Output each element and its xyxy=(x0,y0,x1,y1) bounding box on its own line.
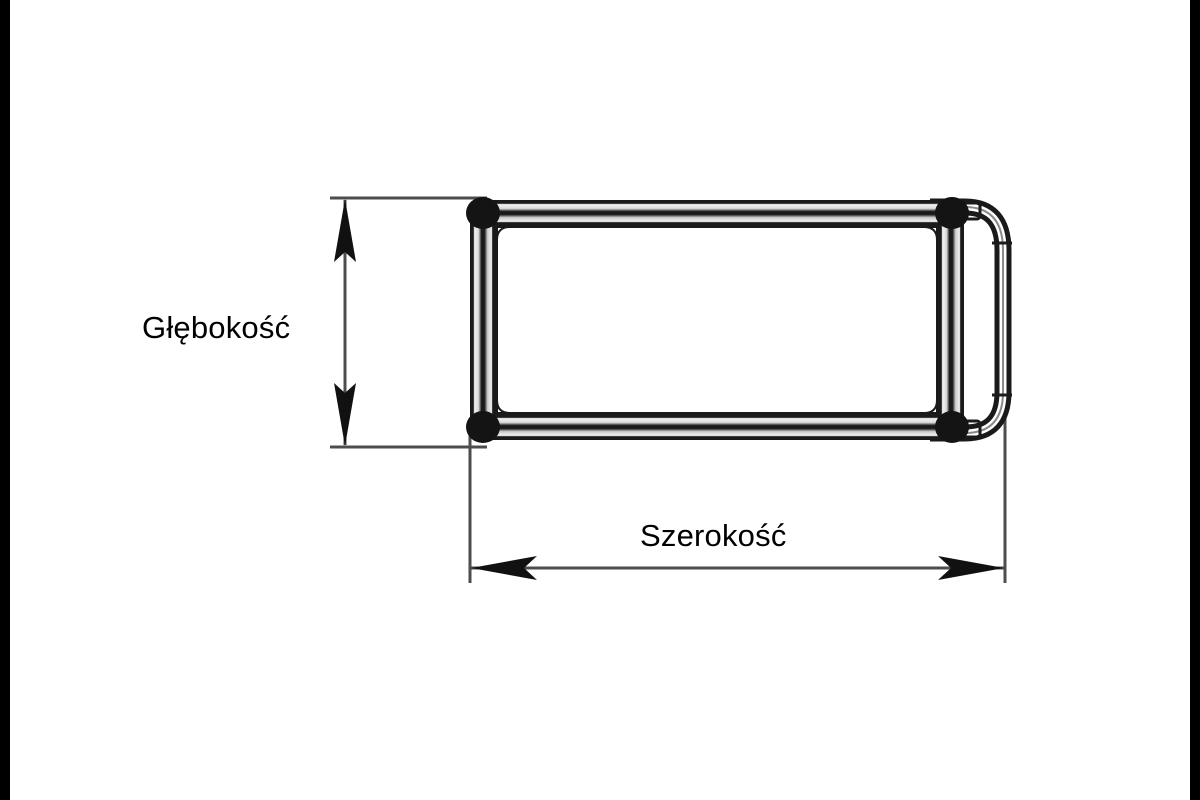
depth-dimension-group xyxy=(330,196,487,449)
right-black-border xyxy=(1190,0,1200,800)
d-handle-group xyxy=(930,198,1012,442)
frame-rail-left xyxy=(470,208,496,432)
depth-dimension-label: Głębokość xyxy=(142,310,291,345)
width-arrowhead-right xyxy=(938,556,1004,580)
frame-rail-bottom xyxy=(478,414,958,440)
width-arrowhead-left xyxy=(471,556,537,580)
depth-arrowhead-bottom xyxy=(334,383,356,446)
corner-joint-top-left xyxy=(466,197,500,229)
corner-radius-bottom-right xyxy=(923,399,938,414)
frame-rail-right xyxy=(938,208,964,432)
corner-radius-top-right xyxy=(923,226,938,241)
width-dimension-label: Szerokość xyxy=(640,518,787,553)
frame-rail-top xyxy=(478,200,958,226)
corner-radius-bottom-left xyxy=(496,399,511,414)
corner-joint-bottom-left xyxy=(466,411,500,443)
left-black-border xyxy=(0,0,10,800)
width-dimension-group xyxy=(468,240,1007,583)
corner-joint-bottom-right xyxy=(935,411,969,443)
frame-group xyxy=(466,197,969,443)
depth-arrowhead-top xyxy=(334,199,356,262)
corner-joint-top-right xyxy=(935,197,969,229)
corner-radius-top-left xyxy=(496,226,511,241)
frame-inner-opening xyxy=(496,226,938,414)
